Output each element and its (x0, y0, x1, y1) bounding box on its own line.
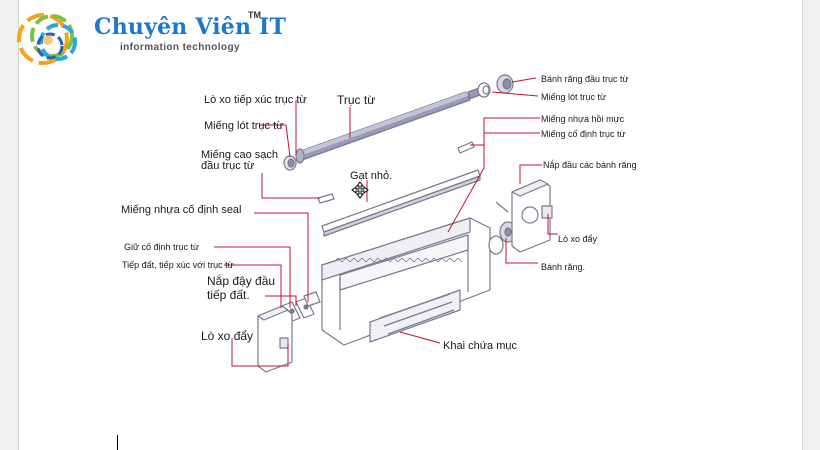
label-toner-return-strip: Miếng nhựa hồi mực (541, 114, 625, 124)
leader-lines (214, 77, 558, 367)
label-magnetic-roller: Trục từ (337, 93, 376, 107)
label-gear-cover: Nắp đầu các bánh răng (543, 160, 637, 170)
gear-cover (495, 179, 553, 253)
label-ground-contact: Tiếp đất, tiếp xúc với trục từ (122, 260, 234, 270)
toner-hopper (321, 217, 491, 346)
roller-gear-right (496, 74, 514, 94)
label-toner-hopper: Khai chứa mục (443, 340, 518, 352)
label-roller-end-wiper-line1: Miếng cao sạch (201, 149, 279, 161)
label-roller-bushing-left: Miếng lót trục từ (204, 120, 284, 132)
label-push-spring-left: Lò xo đẩy (201, 329, 254, 343)
label-roller-holder: Giữ cố định trục từ (124, 242, 200, 252)
roller-bushing-right (477, 82, 491, 98)
label-small-blade: Gạt nhỏ. (350, 170, 393, 182)
label-seal-retainer: Miếng nhựa cố định seal (121, 204, 242, 216)
text-cursor (117, 435, 118, 450)
seal-clip (317, 193, 335, 204)
label-roller-bushing-right: Miếng lót trục từ (541, 92, 607, 102)
roller-clip (457, 141, 475, 154)
doctor-blade (321, 169, 481, 237)
label-ground-cap-line1: Nắp đậy đầu (207, 274, 276, 288)
logo-brand-text: Chuyên Viên IT (94, 14, 287, 40)
label-roller-retainer: Miếng cố định trục từ (541, 129, 626, 139)
logo-swirl-icon (17, 13, 77, 65)
document-page (18, 0, 803, 450)
label-push-spring-right: Lò xo đẩy (558, 234, 598, 244)
label-ground-cap-line2: tiếp đất. (207, 288, 250, 302)
logo-trademark: TM (248, 10, 261, 20)
label-roller-gear: Bánh răng đầu trục từ (541, 74, 629, 84)
left-end-cover (257, 305, 293, 373)
label-gear: Bánh răng. (541, 262, 586, 272)
site-logo (10, 6, 270, 72)
label-contact-spring: Lò xo tiếp xúc trục từ (204, 94, 307, 106)
move-cursor-icon (351, 181, 369, 199)
label-roller-end-wiper-line2: đầu trục từ (201, 160, 255, 172)
roller-bushing-left (283, 155, 297, 171)
magnetic-roller (295, 87, 481, 164)
logo-tagline: information technology (120, 42, 240, 53)
